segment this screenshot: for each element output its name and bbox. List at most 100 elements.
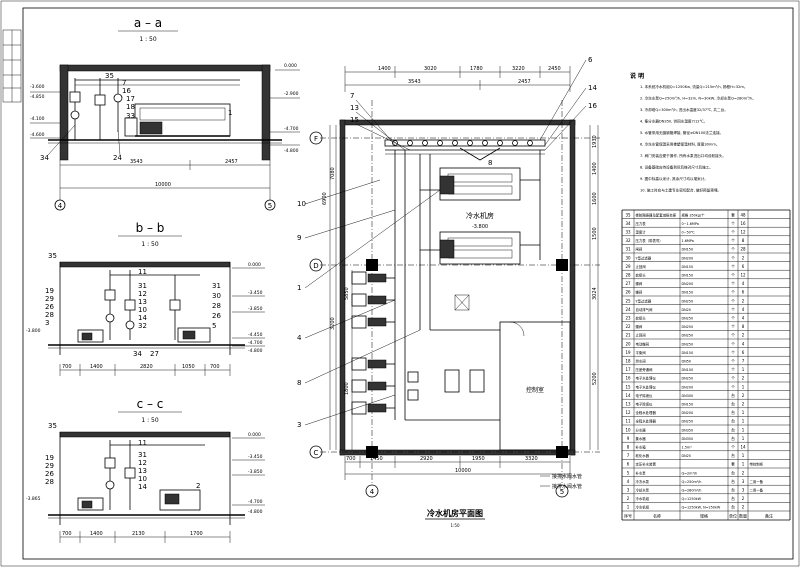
table-cell-no: 34 xyxy=(625,221,631,226)
table-cell-unit: 台 xyxy=(731,410,735,415)
table-cell-no: 12 xyxy=(625,410,631,415)
table-cell-name: 软接头 xyxy=(636,316,647,321)
plan-bottom-dim-4: 3320 xyxy=(525,456,538,462)
table-cell-qty: 2 xyxy=(742,298,745,303)
table-cell-unit: 个 xyxy=(731,341,735,346)
table-cell-no: 23 xyxy=(625,316,631,321)
note-line: 1. 本系统冷水机组Q=1250Kw, 流量Q=215m³/h, 扬程H=32m… xyxy=(640,84,747,89)
table-cell-unit: 台 xyxy=(731,488,735,493)
plan-top-dim-3: 3220 xyxy=(512,66,525,72)
table-cell-unit: 个 xyxy=(731,238,735,243)
tag-cc-35: 35 xyxy=(48,422,57,430)
level-cc-1: -3.450 xyxy=(248,454,263,460)
table-cell-no: 31 xyxy=(625,247,631,252)
left-title-strip xyxy=(2,29,22,103)
plan-right-dim-3: 1500 xyxy=(592,227,598,240)
table-cell-qty: 1 xyxy=(742,427,745,432)
control-room-label: 控制室 xyxy=(526,386,544,394)
table-cell-spec: DN250 xyxy=(682,420,694,424)
tag-aa-34: 34 xyxy=(40,154,49,162)
level-cc-5: -3.865 xyxy=(26,496,41,502)
callout-15: 15 xyxy=(350,116,359,124)
table-cell-unit: 个 xyxy=(731,298,735,303)
table-cell-unit: 个 xyxy=(731,255,735,260)
table-cell-name: 全程水处理器 xyxy=(636,410,657,415)
plan-top-dim2-1: 2457 xyxy=(518,79,531,85)
table-cell-qty: 2 xyxy=(742,393,745,398)
table-cell-remark: 二用一备 xyxy=(750,479,764,484)
table-cell-unit: 个 xyxy=(731,221,735,226)
table-cell-name: 集水器 xyxy=(636,436,647,441)
level-bb-1: -3.450 xyxy=(248,290,263,296)
table-cell-unit: 台 xyxy=(731,453,735,458)
dim-bb-0: 700 xyxy=(62,364,72,370)
section-aa-scale: 1 : 50 xyxy=(139,36,156,43)
note-line: 3. 冷却塔Q=300m³/h, 进出水温度32/37℃, 共二台。 xyxy=(640,107,728,112)
tag-cc-31: 31 xyxy=(138,451,147,459)
level-bb-3: -4.450 xyxy=(248,332,263,338)
table-cell-no: 28 xyxy=(625,273,631,278)
table-cell-name: 软接头 xyxy=(636,273,647,278)
table-cell-spec: 1.6MPa xyxy=(682,239,694,243)
table-cell-qty: 1 xyxy=(742,384,745,389)
table-cell-qty: 3 xyxy=(742,488,745,493)
note-line: 10. 施工时应与土建专业密切配合, 做好预留预埋。 xyxy=(640,188,721,193)
callout-8: 8 xyxy=(297,379,301,387)
table-cell-name: 补水泵 xyxy=(636,470,647,475)
callout-9: 9 xyxy=(297,234,301,242)
tag-bb-30: 30 xyxy=(212,292,221,300)
tag-cc-2: 2 xyxy=(196,482,200,490)
table-cell-qty: 6 xyxy=(742,350,745,355)
table-cell-spec: DN150 xyxy=(682,403,694,407)
table-cell-unit: 个 xyxy=(731,324,735,329)
table-cell-name: 止回阀 xyxy=(636,333,647,338)
table-cell-no: 3 xyxy=(627,488,630,493)
table-cell-no: 15 xyxy=(625,384,631,389)
table-header: 规格 xyxy=(700,513,708,519)
level-aa-0: 0.000 xyxy=(284,63,297,69)
table-cell-unit: 个 xyxy=(731,281,735,286)
tag-bb-35: 35 xyxy=(48,252,57,260)
table-cell-qty: 2 xyxy=(742,505,745,510)
tag-cc-26: 26 xyxy=(45,470,54,478)
tag-cc-10: 10 xyxy=(138,475,147,483)
plan-scale: 1:50 xyxy=(451,523,460,528)
tag-cc-29: 29 xyxy=(45,462,54,470)
table-cell-name: 电子除垢仪 xyxy=(636,402,654,407)
plan-bottom-dim-3: 1950 xyxy=(472,456,485,462)
table-cell-no: 24 xyxy=(625,307,631,312)
table-cell-no: 27 xyxy=(625,281,631,286)
table-cell-unit: 个 xyxy=(731,376,735,381)
table-cell-no: 18 xyxy=(625,359,631,364)
table-cell-qty: 1 xyxy=(742,410,745,415)
table-cell-qty: 28 xyxy=(740,247,746,252)
table-cell-name: 分水器 xyxy=(636,427,647,432)
plan-bottom-dim-0: 700 xyxy=(346,456,356,462)
table-cell-name: 软化水器 xyxy=(636,453,650,458)
table-cell-no: 1 xyxy=(627,505,630,510)
table-cell-name: 压差旁通阀 xyxy=(636,367,654,372)
table-cell-spec: Q=1250kW xyxy=(682,497,702,501)
table-cell-no: 8 xyxy=(627,445,630,450)
table-cell-name: 冷却水泵 xyxy=(636,488,650,493)
section-aa: a – a 1 : 50 35 xyxy=(30,16,300,211)
table-cell-remark: 带控制柜 xyxy=(750,462,764,467)
tag-cc-11: 11 xyxy=(138,439,147,447)
section-bb-title: b – b xyxy=(136,221,165,235)
tag-aa-1: 1 xyxy=(228,109,232,117)
table-header: 名称 xyxy=(653,513,661,519)
table-cell-qty: 2 xyxy=(742,496,745,501)
table-cell-name: 蝶阀 xyxy=(636,281,643,286)
callout-3: 3 xyxy=(297,421,301,429)
note-line: 5. 水管采用无缝钢管焊接, 管径≥DN100法兰连接。 xyxy=(640,130,723,135)
table-cell-name: 冷水机组 xyxy=(636,505,650,510)
table-cell-no: 17 xyxy=(625,367,631,372)
dim-cc-0: 700 xyxy=(62,531,72,537)
table-cell-name: 全程水处理器 xyxy=(636,419,657,424)
table-cell-name: 补水箱 xyxy=(636,445,647,450)
table-cell-qty: 2 xyxy=(742,376,745,381)
dim-bb-1: 1400 xyxy=(90,364,103,370)
table-cell-name: 蝶阀 xyxy=(636,324,643,329)
table-cell-no: 26 xyxy=(625,290,631,295)
plan-left-dim-1: 7080 xyxy=(330,167,336,180)
